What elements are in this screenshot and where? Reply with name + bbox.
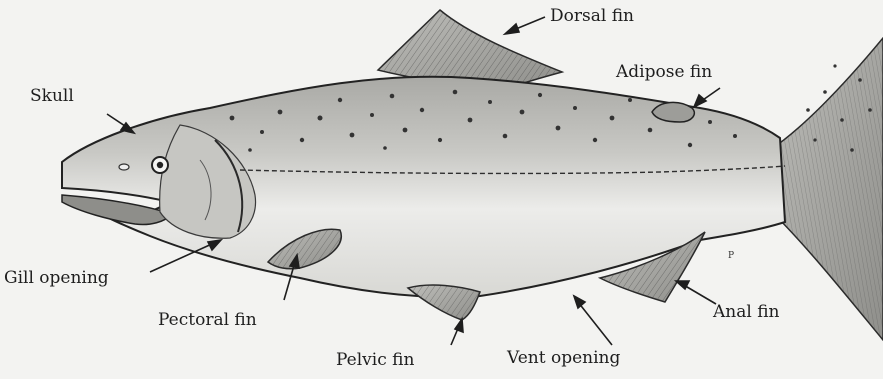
svg-text:P: P bbox=[728, 251, 734, 261]
label-pectoral-fin: Pectoral fin bbox=[158, 310, 257, 330]
label-skull: Skull bbox=[30, 86, 74, 106]
label-pelvic-fin: Pelvic fin bbox=[336, 350, 414, 370]
label-dorsal-fin: Dorsal fin bbox=[550, 6, 634, 26]
label-gill-opening: Gill opening bbox=[4, 268, 109, 288]
label-adipose-fin: Adipose fin bbox=[616, 62, 712, 82]
label-anal-fin: Anal fin bbox=[713, 302, 780, 322]
label-vent-opening: Vent opening bbox=[507, 348, 620, 368]
